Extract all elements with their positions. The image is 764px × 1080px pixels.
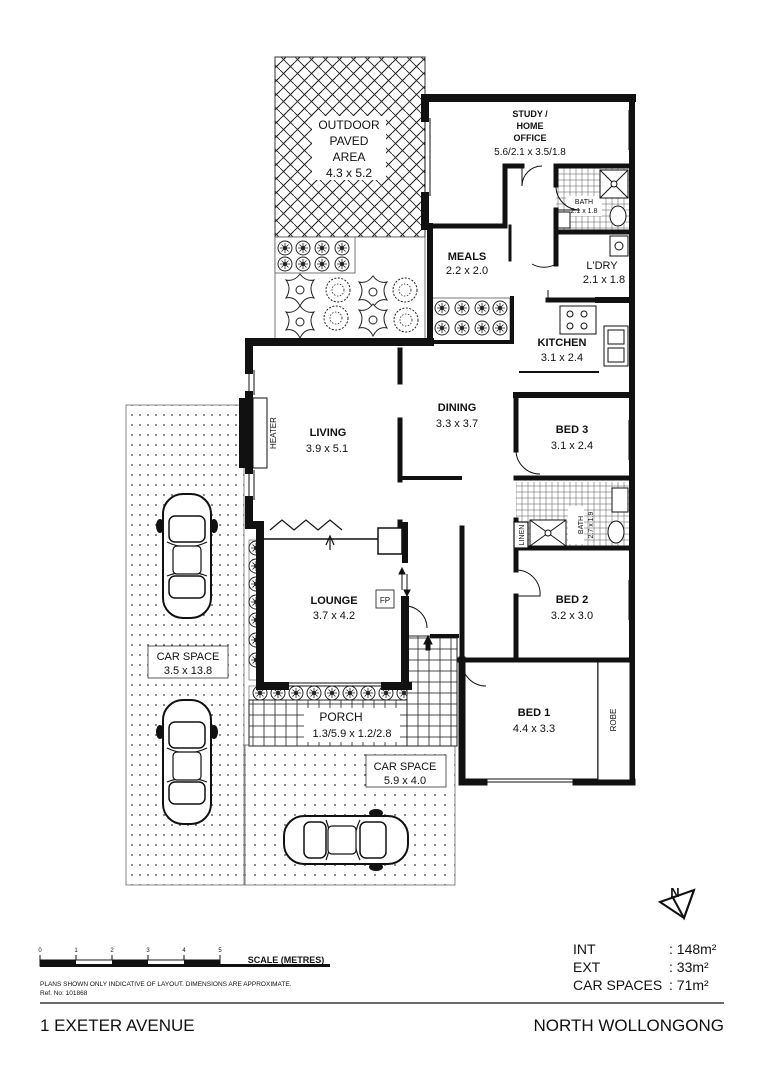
area-label: INT [573,941,596,957]
meals-garden-strip [429,297,511,343]
entry-arrows [398,566,433,651]
heater [239,398,253,468]
study-dims: 5.6/2.1 x 3.5/1.8 [494,147,566,158]
meals-dims: 2.2 x 2.0 [446,265,488,277]
reference-number: Ref. No: 101868 [40,990,88,997]
living-name: LIVING [310,427,347,439]
area-label: EXT [573,959,601,975]
bed3-dims: 3.1 x 2.4 [551,440,593,452]
bath-upper-dims: 2.1 x 1.8 [571,208,598,215]
lounge-dims: 3.7 x 4.2 [313,610,355,622]
bed1-name: BED 1 [518,707,550,719]
north-arrow-icon: N [657,885,696,921]
area-summary: INT : 148m² EXT : 33m² CAR SPACES : 71m² [573,940,725,994]
outdoor-name-3: AREA [333,150,366,164]
car-space-left-name: CAR SPACE [157,651,220,663]
lower-bath-fixtures [529,487,629,547]
scale-tick-1: 1 [74,948,78,954]
dining-dims: 3.3 x 3.7 [436,418,478,430]
bifold-door [262,519,400,550]
scale-tick-3: 3 [146,948,150,954]
bed2-dims: 3.2 x 3.0 [551,610,593,622]
scale-tick-5: 5 [218,948,222,954]
bath-lower-dims: 2.7 x 1.9 [588,511,595,538]
disclaimer: PLANS SHOWN ONLY INDICATIVE OF LAYOUT. D… [40,981,292,988]
suburb: NORTH WOLLONGONG [533,1016,724,1035]
area-row-int: INT : 148m² [573,940,725,958]
car-1 [155,493,219,619]
porch-label-box [304,708,400,742]
windows [248,110,630,783]
fireplace-label: FP [380,596,390,605]
door-swings [404,165,581,687]
car-space-front-name: CAR SPACE [374,761,437,773]
outdoor-dims: 4.3 x 5.2 [326,166,372,180]
area-row-ext: EXT : 33m² [573,958,725,976]
scale-tick-0: 0 [38,948,42,954]
scale-tick-2: 2 [110,948,114,954]
study-name-1: STUDY / [512,109,548,119]
outdoor-name-1: OUTDOOR [318,118,380,132]
bed3-name: BED 3 [556,424,588,436]
linen-cupboard [513,521,529,549]
robe-cupboard [597,661,631,781]
linen-label: LINEN [519,525,526,546]
north-label: N [670,885,679,900]
lounge-name: LOUNGE [310,595,357,607]
entry-tiles [406,635,458,747]
area-row-car: CAR SPACES : 71m² [573,976,725,994]
car-space-front-dims: 5.9 x 4.0 [384,775,426,787]
porch-name: PORCH [319,710,362,724]
car-space-left-dims: 3.5 x 13.8 [164,665,212,677]
room-labels: OUTDOOR PAVED AREA 4.3 x 5.2 STUDY / HOM… [157,109,625,787]
bath-upper-name: BATH [575,199,593,206]
study-name-2: HOME [517,121,544,131]
laundry-dims: 2.1 x 1.8 [583,274,625,286]
scale-bar: 0 1 2 3 4 5 SCALE (METRES) [38,948,330,967]
fireplace [377,527,403,555]
address: 1 EXETER AVENUE [40,1016,195,1035]
car-2 [155,699,219,825]
car-3 [283,808,409,872]
study-name-3: OFFICE [514,133,547,143]
kitchen-dims: 3.1 x 2.4 [541,352,583,364]
area-label: CAR SPACES [573,977,663,993]
area-value: : 71m² [669,977,709,993]
scale-tick-4: 4 [182,948,186,954]
living-dims: 3.9 x 5.1 [306,443,348,455]
laundry-name: L'DRY [586,260,618,272]
robe-label: ROBE [609,709,618,732]
kitchen-name: KITCHEN [538,337,587,349]
area-value: : 148m² [669,941,717,957]
meals-name: MEALS [448,251,487,263]
upper-bath-fixtures [557,169,629,229]
scale-label: SCALE (METRES) [248,955,325,965]
area-value: : 33m² [669,959,709,975]
bed1-dims: 4.4 x 3.3 [513,723,555,735]
laundry-fixtures [609,235,629,257]
outdoor-label-box [312,116,386,180]
dining-name: DINING [438,402,477,414]
heater-label: HEATER [269,417,278,449]
outdoor-name-2: PAVED [330,134,369,148]
car-space-front-label-box [365,754,447,788]
car-space-left-label-box [147,645,229,679]
bath-lower-name: BATH [578,516,585,534]
bed2-name: BED 2 [556,594,588,606]
porch-dims: 1.3/5.9 x 1.2/2.8 [313,728,392,740]
kitchen-fixtures [559,305,629,367]
